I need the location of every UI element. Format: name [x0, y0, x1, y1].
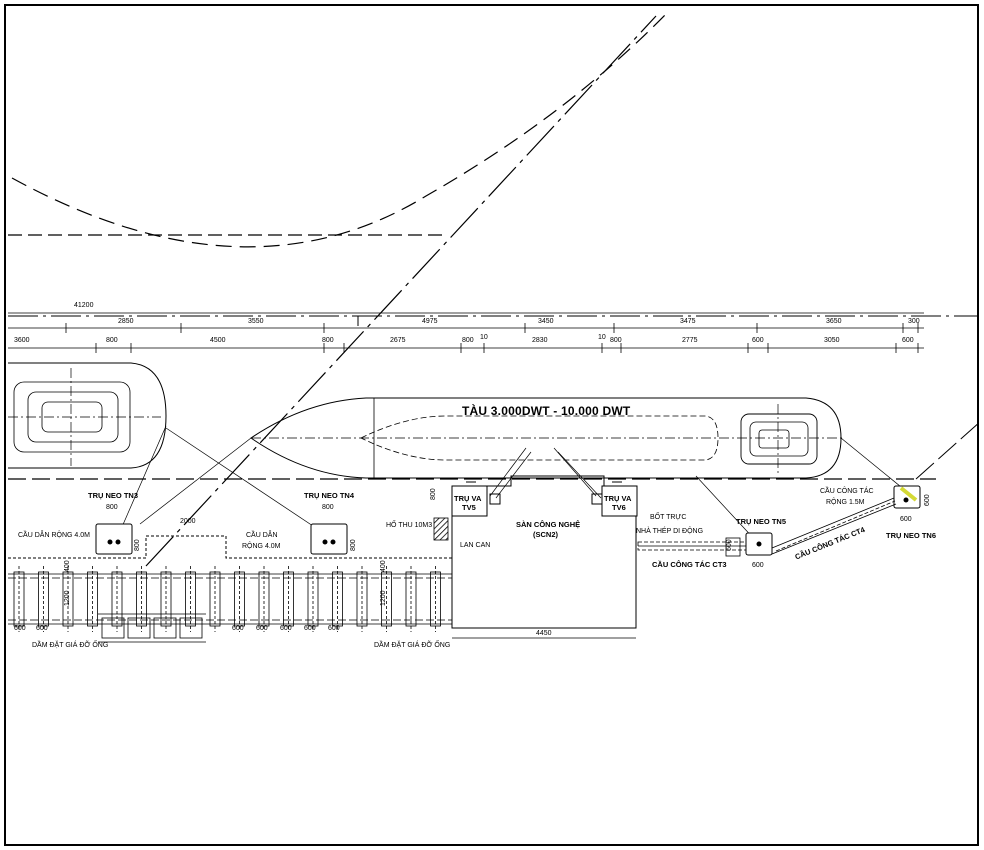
label-tv5-b: TV5 [462, 503, 476, 512]
mooring-dolphin-tn3 [95, 523, 133, 555]
label-pit: HỐ THU 10M3 [386, 522, 433, 529]
label-bridge2-a: CẦU DẪN [246, 532, 278, 539]
dim-beam-h2-left: 1200 [64, 590, 71, 606]
dim-row2-14: 600 [902, 337, 914, 344]
dim-row1-5: 3475 [680, 318, 696, 325]
label-tv6-b: TV6 [612, 503, 626, 512]
dim-row2-1: 3600 [14, 337, 30, 344]
dim-beam-h2-right: 1200 [380, 590, 387, 606]
label-shed: NHÀ THÉP DI ĐỘNG [636, 528, 704, 535]
dim-row2-10: 800 [610, 337, 622, 344]
drawing-sheet: 41200 2850 3550 4975 3450 3475 3650 300 … [4, 4, 979, 846]
mooring-dolphin-tn4 [310, 523, 348, 555]
dimension-lines [8, 312, 924, 353]
label-bollard: BỐT TRỰC [650, 514, 687, 521]
label-railing: LAN CAN [460, 542, 491, 549]
dim-beam-h1-right: 400 [380, 560, 387, 572]
dim-row2-11: 2775 [682, 337, 698, 344]
dim-spacing-5: 600 [280, 625, 292, 632]
channel-line-right [915, 423, 977, 480]
dim-row1-2: 3550 [248, 318, 264, 325]
label-tn4: TRỤ NEO TN4 [304, 491, 355, 500]
mooring-dolphin-tn6 [893, 485, 921, 509]
dim-tn4-h: 800 [350, 539, 357, 551]
label-tn3: TRỤ NEO TN3 [88, 491, 139, 500]
label-beam2: DẦM ĐẶT GIÁ ĐỠ ỐNG [374, 642, 451, 649]
approach-line-diagonal [145, 15, 657, 567]
pile-cap-grid [98, 613, 206, 643]
dim-tn5-w: 600 [752, 562, 764, 569]
technology-platform [451, 475, 638, 629]
dim-platform-w: 4450 [536, 630, 552, 637]
dim-tn5-h: 600 [726, 539, 733, 551]
dim-row2-2: 800 [106, 337, 118, 344]
left-vessel [8, 362, 167, 469]
label-ct4-note-b: RỘNG 1.5M [826, 499, 865, 506]
mooring-dolphin-tn5 [745, 532, 773, 556]
label-beam1: DẦM ĐẶT GIÁ ĐỠ ỐNG [32, 642, 109, 649]
dim-row2-4: 800 [322, 337, 334, 344]
ship-label: TÀU 3.000DWT - 10.000 DWT [462, 404, 631, 418]
dim-bridge-gap: 2000 [180, 518, 196, 525]
dim-spacing-6: 600 [304, 625, 316, 632]
dim-overall: 41200 [74, 302, 94, 309]
dim-tv5-h: 800 [430, 488, 437, 500]
label-bridge1: CẦU DẪN RỘNG 4.0M [18, 532, 90, 539]
label-platform-a: SÀN CÔNG NGHỆ [516, 520, 581, 529]
dim-row2-5: 2675 [390, 337, 406, 344]
dim-tn4-w: 800 [322, 504, 334, 511]
label-tn6: TRỤ NEO TN6 [886, 531, 937, 540]
pipe-trestle-bents [13, 566, 441, 632]
dim-row1-6: 3650 [826, 318, 842, 325]
access-bridge [8, 535, 452, 625]
dim-row2-9: 10 [598, 334, 606, 341]
dim-row1-3: 4975 [422, 318, 438, 325]
dim-row1-7: 300 [908, 318, 920, 325]
mooring-lines [117, 425, 907, 542]
dim-tn6-h: 600 [924, 494, 931, 506]
turning-circle-arc [11, 13, 667, 248]
dim-spacing-1: 600 [14, 625, 26, 632]
label-ct4-note-a: CẦU CÔNG TÁC [820, 488, 874, 495]
dim-beam-h1-left: 400 [64, 560, 71, 572]
dim-row1-1: 2850 [118, 318, 134, 325]
dim-row2-3: 4500 [210, 337, 226, 344]
dim-spacing-2: 600 [36, 625, 48, 632]
berth-plan-drawing [8, 13, 977, 643]
dim-row2-6: 800 [462, 337, 474, 344]
dim-row1-4: 3450 [538, 318, 554, 325]
dim-row2-7: 10 [480, 334, 488, 341]
collection-pit [433, 517, 449, 541]
label-ct3: CẦU CÔNG TÁC CT3 [652, 560, 727, 569]
label-bridge2-b: RỘNG 4.0M [242, 543, 281, 550]
label-tv6-a: TRỤ VA [604, 494, 632, 503]
dim-tn3-w: 800 [106, 504, 118, 511]
dim-row2-8: 2830 [532, 337, 548, 344]
label-tv5-a: TRỤ VA [454, 494, 482, 503]
dim-row2-13: 3050 [824, 337, 840, 344]
work-bridges [637, 497, 897, 557]
dim-spacing-7: 600 [328, 625, 340, 632]
dim-spacing-4: 600 [256, 625, 268, 632]
label-tn5: TRỤ NEO TN5 [736, 517, 787, 526]
dim-row2-12: 600 [752, 337, 764, 344]
dim-spacing-3: 600 [232, 625, 244, 632]
dim-tn6-w: 600 [900, 516, 912, 523]
label-platform-b: (SCN2) [533, 530, 559, 539]
dim-tn3-h: 800 [134, 539, 141, 551]
